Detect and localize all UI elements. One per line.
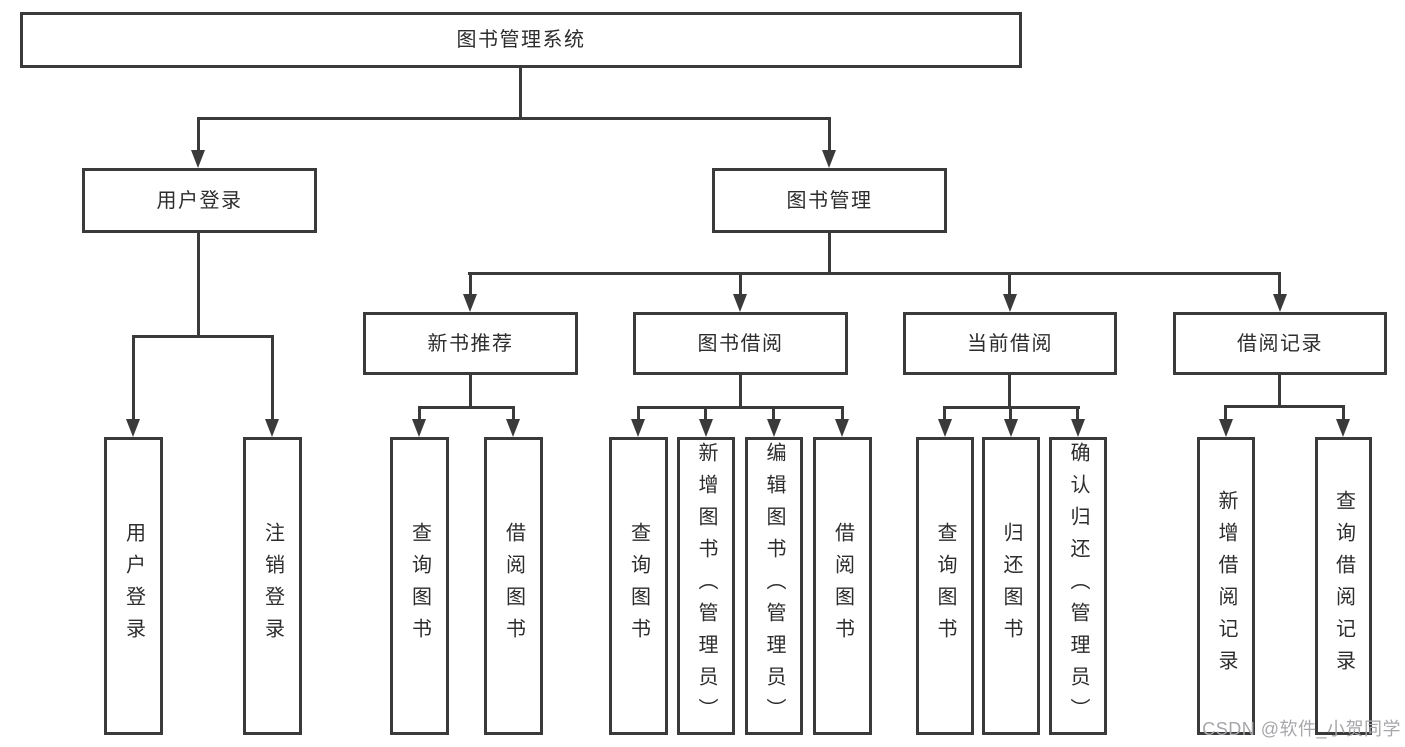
arrow-down-icon [835,419,849,437]
connector-line [943,406,946,421]
node-label: 图书借阅 [697,332,784,355]
leaf-label: 查询图书 [408,522,431,650]
connector-line [1008,272,1011,298]
arrow-down-icon [506,419,520,437]
connector-line [197,117,200,153]
connector-line [704,406,707,421]
leaf-user-login: 用户登录 [104,437,163,735]
arrow-down-icon [631,419,645,437]
leaf-label: 归还图书 [1000,522,1022,650]
connector-line [637,406,844,409]
leaf-return-books: 归还图书 [982,437,1040,735]
node-label: 用户登录 [156,189,243,212]
arrow-down-icon [767,419,781,437]
leaf-add-borrow-record: 新增借阅记录 [1197,437,1255,735]
arrow-down-icon [1336,419,1350,437]
arrow-down-icon [191,150,205,168]
leaf-label: 查询借阅记录 [1332,490,1355,682]
leaf-label: 注销登录 [261,522,284,650]
node-root-label: 图书管理系统 [456,29,586,51]
connector-line [197,233,200,337]
node-label: 当前借阅 [967,332,1053,355]
arrow-down-icon [1004,419,1018,437]
connector-line [637,406,640,421]
leaf-label: 编辑图书（管理员） [763,442,785,730]
node-book-management: 图书管理 [712,168,947,233]
connector-line [418,406,421,421]
node-borrow-records: 借阅记录 [1173,312,1387,375]
connector-line [132,335,274,338]
leaf-borrow-books-2: 借阅图书 [813,437,872,735]
leaf-label: 查询图书 [627,522,650,650]
connector-line [469,375,472,408]
arrow-down-icon [126,419,140,437]
arrow-down-icon [1219,419,1233,437]
connector-line [132,335,135,423]
connector-line [772,406,775,421]
arrow-down-icon [699,419,713,437]
leaf-query-books-3: 查询图书 [916,437,974,735]
connector-line [418,406,515,409]
connector-line [512,406,515,421]
leaf-logout: 注销登录 [243,437,302,735]
arrow-down-icon [1273,294,1287,312]
arrow-down-icon [1003,294,1017,312]
connector-line [1342,405,1345,421]
leaf-edit-books-admin: 编辑图书（管理员） [745,437,803,735]
connector-line [197,117,831,120]
arrow-down-icon [1071,419,1085,437]
connector-line [271,335,274,423]
node-book-borrow: 图书借阅 [633,312,848,375]
leaf-query-books-1: 查询图书 [390,437,449,735]
leaf-confirm-return-admin: 确认归还（管理员） [1049,437,1107,735]
node-label: 新书推荐 [427,332,514,355]
leaf-label: 用户登录 [122,522,145,650]
node-label: 图书管理 [786,189,873,212]
connector-line [1278,375,1281,407]
connector-line [1224,405,1345,408]
connector-line [739,375,742,408]
connector-line [828,117,831,153]
leaf-label: 借阅图书 [831,522,854,650]
connector-line [468,272,1281,275]
leaf-query-borrow-record: 查询借阅记录 [1315,437,1372,735]
arrow-down-icon [938,419,952,437]
connector-line [519,68,522,119]
node-user-login: 用户登录 [82,168,317,233]
connector-line [469,272,472,298]
connector-line [1076,406,1079,421]
connector-line [828,233,831,274]
leaf-label: 查询图书 [934,522,956,650]
connector-line [1224,405,1227,421]
arrow-down-icon [463,294,477,312]
leaf-borrow-books-1: 借阅图书 [484,437,543,735]
connector-line [739,272,742,298]
leaf-query-books-2: 查询图书 [609,437,668,735]
connector-line [841,406,844,421]
leaf-label: 新增借阅记录 [1215,490,1237,682]
node-root: 图书管理系统 [20,12,1022,68]
node-current-borrow: 当前借阅 [903,312,1117,375]
connector-line [1009,406,1012,421]
arrow-down-icon [822,150,836,168]
node-new-book-recommend: 新书推荐 [363,312,578,375]
watermark: CSDN @软件_小贺同学 [1202,719,1401,739]
leaf-label: 新增图书（管理员） [695,442,717,730]
leaf-label: 确认归还（管理员） [1067,442,1089,730]
arrow-down-icon [412,419,426,437]
connector-line [1008,375,1011,408]
connector-line [1278,272,1281,298]
node-label: 借阅记录 [1237,332,1323,355]
leaf-add-books-admin: 新增图书（管理员） [677,437,735,735]
leaf-label: 借阅图书 [502,522,525,650]
arrow-down-icon [265,419,279,437]
arrow-down-icon [733,294,747,312]
